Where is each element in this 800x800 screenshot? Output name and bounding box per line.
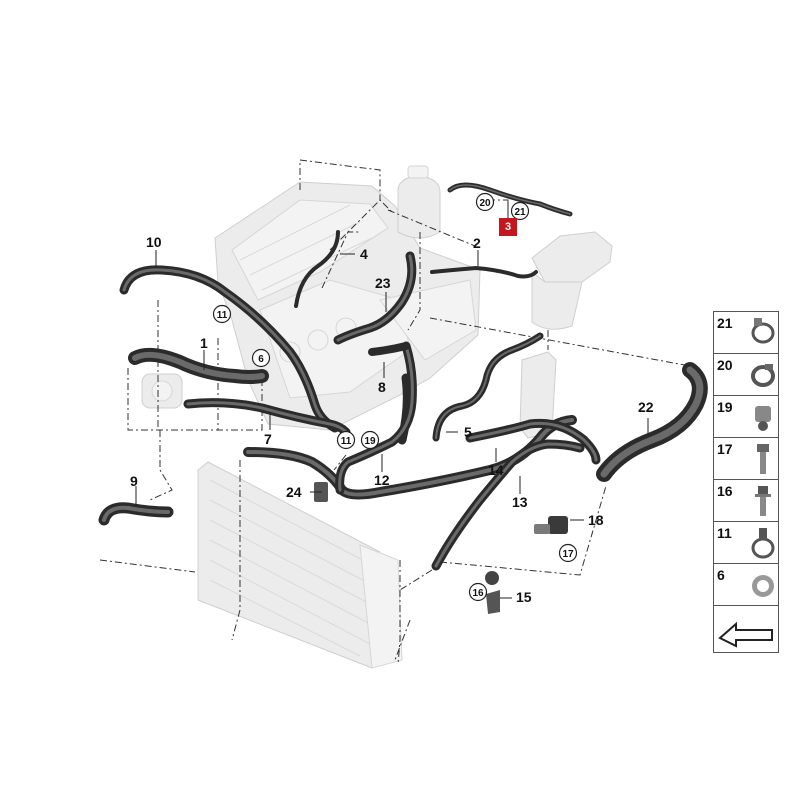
holder-clip-icon	[755, 406, 771, 431]
legend-item-20[interactable]: 20	[714, 354, 778, 396]
radiator-ghost	[197, 461, 403, 669]
callout-23: 23	[375, 275, 391, 291]
legend-item-11[interactable]: 11	[714, 522, 778, 564]
callout-22: 22	[638, 399, 654, 415]
legend-item-17[interactable]: 17	[714, 438, 778, 480]
svg-text:20: 20	[479, 198, 491, 209]
callout-18: 18	[588, 512, 604, 528]
parts-legend: 21 20 19 17 16 11	[713, 311, 779, 653]
legend-item-16[interactable]: 16	[714, 480, 778, 522]
circled-callout-17: 17	[558, 543, 578, 563]
hose-5	[432, 332, 544, 442]
hose-23	[333, 251, 417, 345]
hose-22	[596, 362, 708, 482]
spring-clamp-icon	[751, 528, 775, 559]
flange-bolt-icon	[755, 486, 771, 516]
hose-3	[447, 182, 573, 217]
callout-leaders	[135, 202, 649, 599]
hose-12	[243, 415, 577, 500]
legend-label: 11	[717, 525, 732, 541]
legend-label: 16	[717, 483, 733, 499]
hose-13	[431, 439, 585, 571]
legend-label: 20	[717, 357, 733, 373]
callout-12: 12	[374, 472, 390, 488]
hose-8	[368, 342, 410, 356]
circled-callout-11-top: 11	[212, 304, 232, 324]
part-15-bracket	[485, 571, 500, 614]
callout-7: 7	[264, 431, 272, 447]
part-18-sensor	[534, 516, 568, 534]
water-pump-ghost	[141, 373, 183, 409]
callout-1: 1	[200, 335, 208, 351]
legend-item-19[interactable]: 19	[714, 396, 778, 438]
svg-text:6: 6	[258, 354, 264, 365]
legend-label: 17	[717, 441, 733, 457]
dashed-leaders	[99, 159, 691, 666]
svg-text:11: 11	[217, 310, 228, 321]
legend-label: 21	[717, 315, 733, 331]
hose-2	[430, 266, 538, 279]
hose-clamp-icon	[751, 318, 775, 344]
forward-arrow-icon	[718, 621, 773, 648]
bolt-icon	[757, 444, 769, 474]
hose-1	[128, 347, 269, 384]
callout-14: 14	[488, 462, 504, 478]
circled-callout-6: 6	[251, 348, 271, 368]
legend-label: 6	[717, 567, 725, 583]
callout-15: 15	[516, 589, 532, 605]
hose-4	[294, 230, 340, 308]
callout-5: 5	[464, 424, 472, 440]
circled-callout-21: 21	[510, 201, 530, 221]
callout-2: 2	[473, 235, 481, 251]
legend-item-6[interactable]: 6	[714, 564, 778, 606]
band-clamp-icon	[751, 364, 775, 387]
callout-4: 4	[360, 246, 368, 262]
ring-clamp-icon	[752, 575, 774, 597]
circled-callout-20: 20	[475, 192, 495, 212]
legend-footer[interactable]	[714, 606, 778, 652]
circled-callout-16: 16	[468, 582, 488, 602]
callout-10: 10	[146, 234, 162, 250]
svg-text:21: 21	[514, 207, 526, 218]
hose-9	[98, 502, 174, 526]
callout-13: 13	[512, 494, 528, 510]
highlight-callout-3[interactable]: 3	[499, 218, 517, 236]
hose-10	[119, 265, 340, 433]
callout-9: 9	[130, 473, 138, 489]
expansion-tank-right-ghost	[531, 231, 613, 330]
callout-24: 24	[286, 484, 302, 500]
expansion-tank-top-ghost	[397, 165, 441, 239]
svg-text:11: 11	[341, 436, 352, 447]
hose-main-vertical	[335, 341, 417, 495]
circled-callout-19: 19	[360, 430, 380, 450]
legend-item-21[interactable]: 21	[714, 312, 778, 354]
legend-label: 19	[717, 399, 733, 415]
hose-7	[183, 398, 351, 437]
callout-8: 8	[378, 379, 386, 395]
svg-text:16: 16	[472, 588, 484, 599]
circled-callout-11-bottom: 11	[336, 430, 356, 450]
svg-text:17: 17	[562, 549, 574, 560]
svg-text:19: 19	[364, 436, 376, 447]
